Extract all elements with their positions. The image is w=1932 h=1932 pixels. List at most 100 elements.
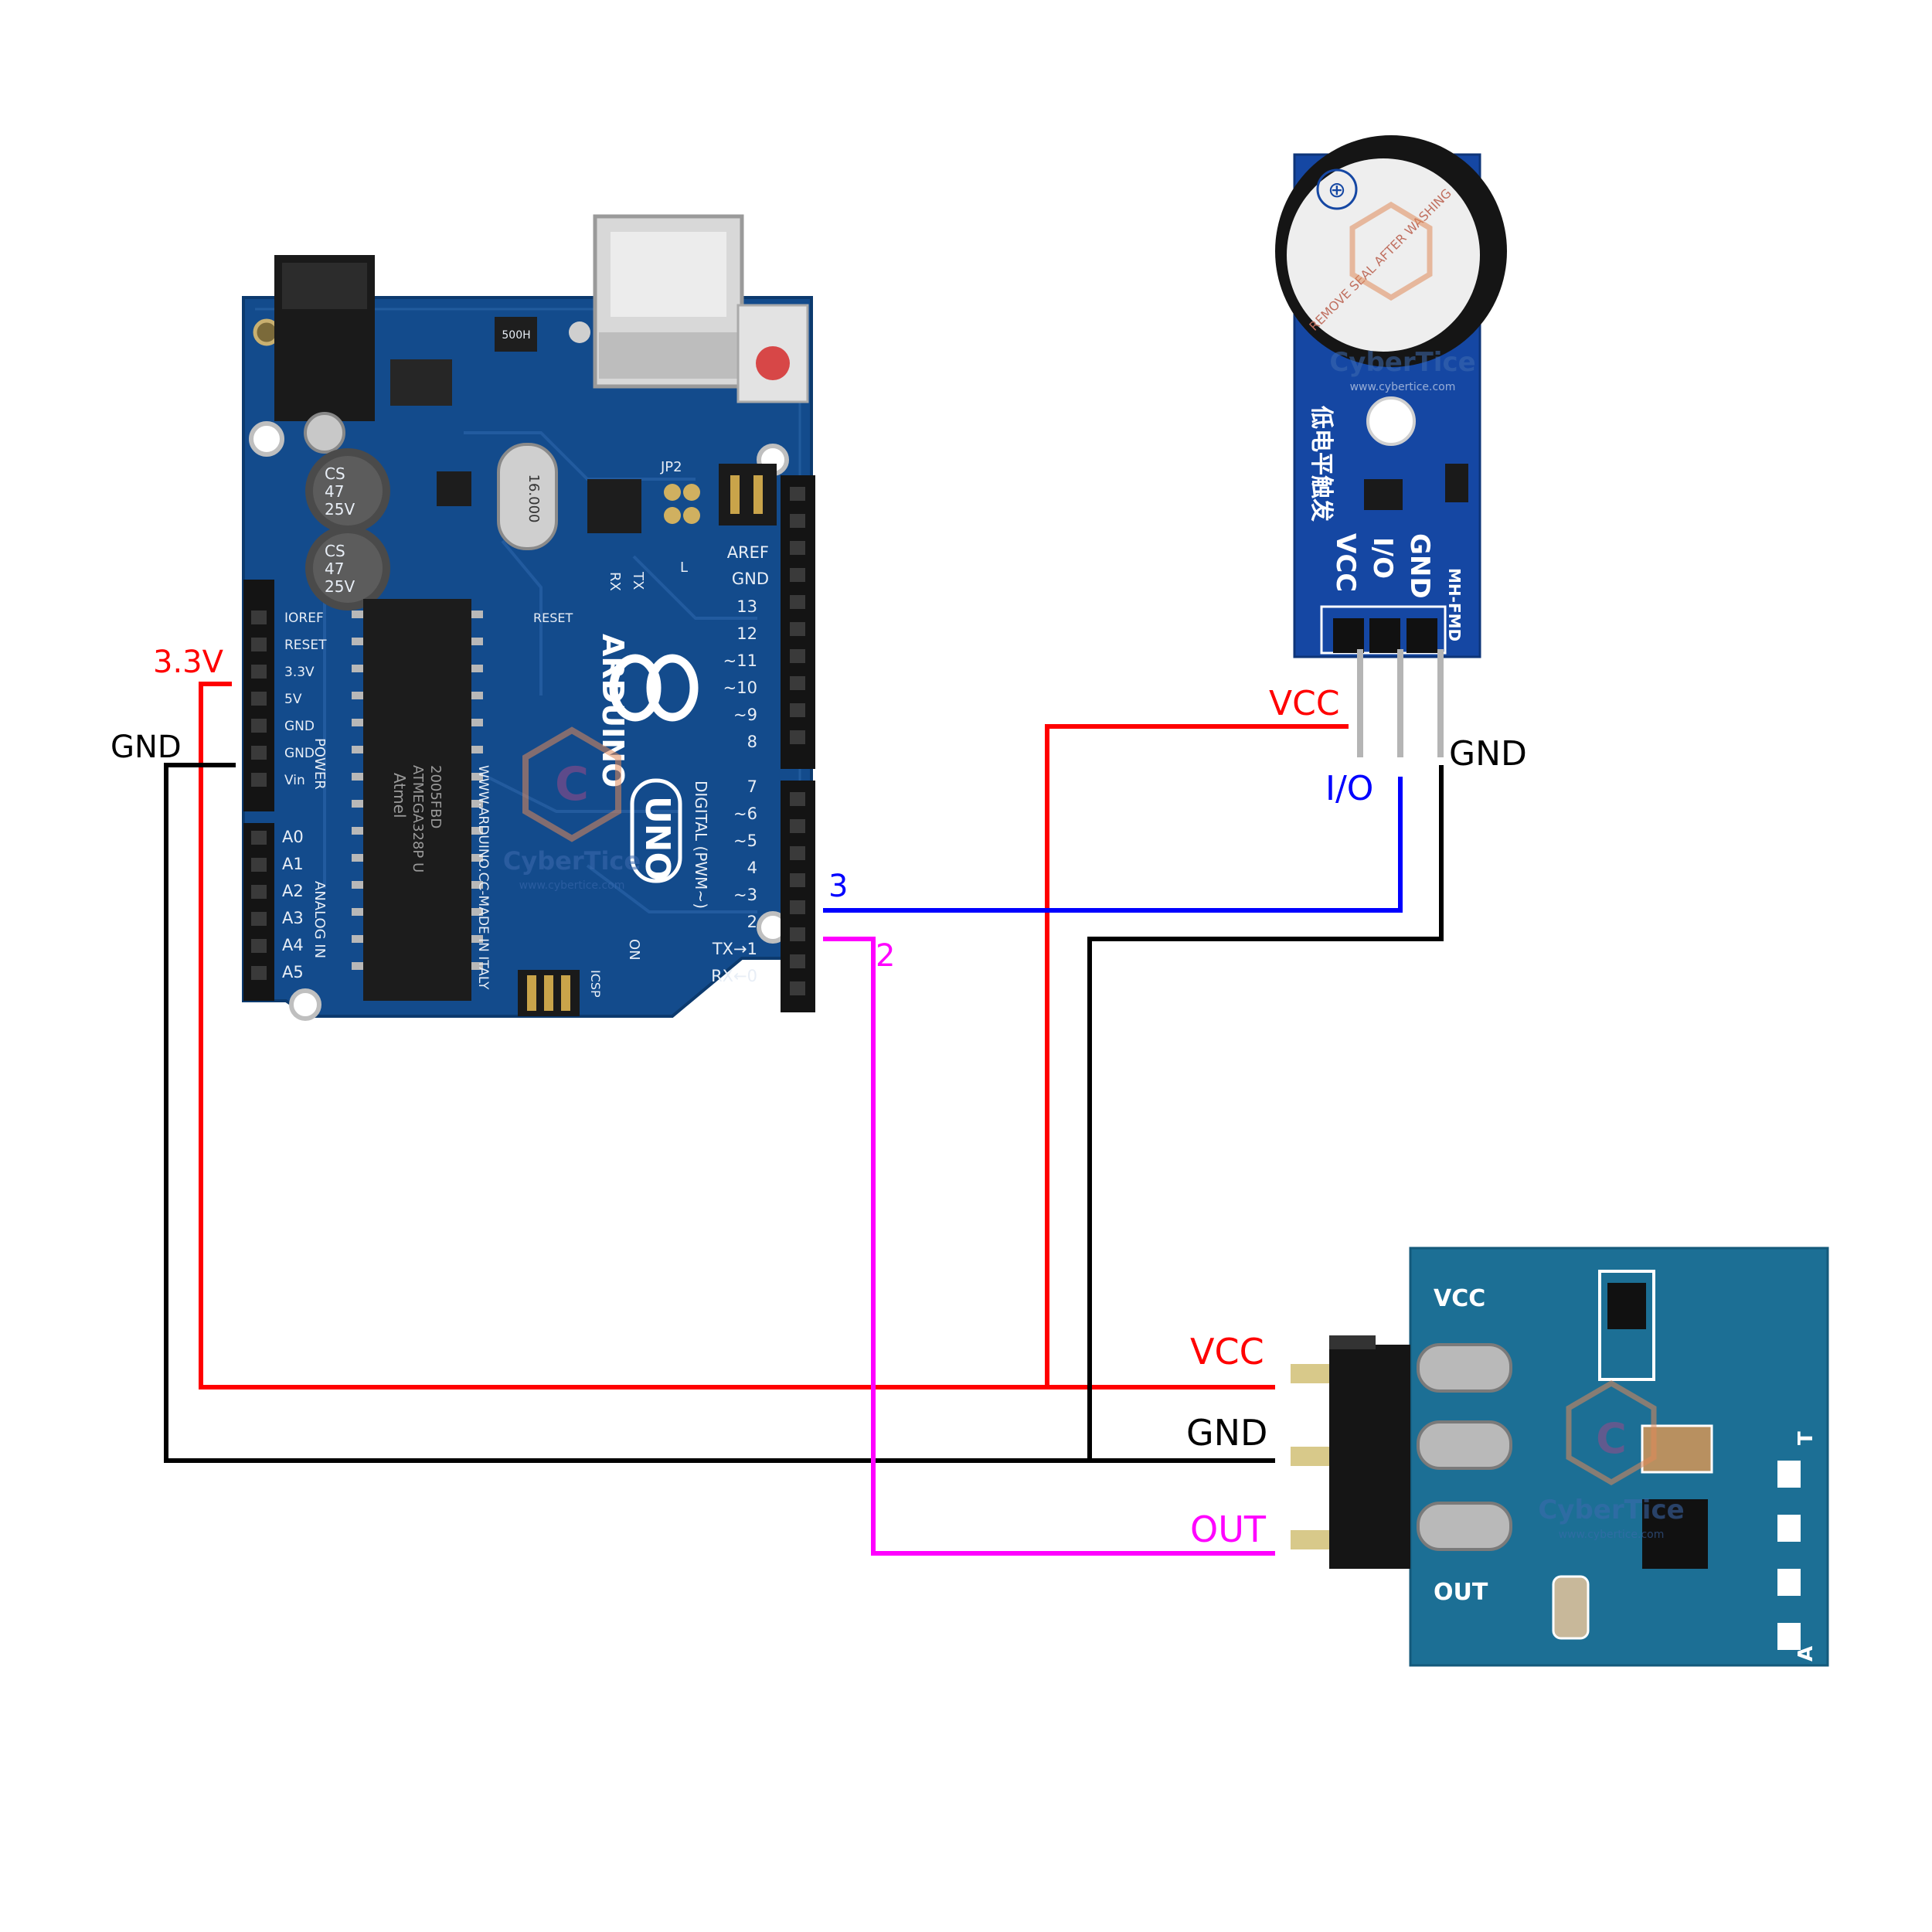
digital-header-label: DIGITAL (PWM~) [692,781,710,909]
watermark-2-name: CyberTice [1329,347,1475,378]
pin-3v3: 3.3V [284,665,315,680]
pin-gnd-digital: GND [732,570,769,588]
label-touch-out: OUT [1190,1509,1267,1550]
label-arduino-gnd: GND [111,730,182,765]
svg-text:C: C [1596,1414,1627,1463]
pin-3: ~3 [733,886,757,904]
icsp-header-top [719,464,777,526]
dc-power-jack [274,255,375,454]
touch-ic [1642,1499,1708,1569]
label-touch-vcc: VCC [1190,1331,1264,1372]
arduino-logo: ARDUINO UNO [596,634,699,883]
touch-sensor-module: VCC OUT T A [1291,1247,1829,1667]
arduino-url: WWW.ARDUINO.CC-MADE IN ITALY [475,765,491,990]
capacitor-1-label: CS [325,464,345,483]
pin-6: ~6 [733,804,757,823]
pin-13: 13 [736,597,757,616]
pin-a5: A5 [282,963,304,981]
voltage-regulator [390,359,452,406]
touch-pad-a-label: A [1794,1646,1818,1662]
capacitor-2: CS 47 25V [305,526,390,611]
wire-pin2-to-touch-out [823,937,1275,1556]
buzzer-module: ⊕ REMOVE SEAL AFTER WASHING 低电平触发 MH-FMD… [1275,135,1507,757]
mounting-hole [249,421,284,457]
fuse-label: 500H [502,329,530,342]
tx-label: TX [630,571,646,590]
touch-pin-out [1291,1530,1329,1549]
touch-diode [1607,1283,1646,1329]
watermark-3-name: CyberTice [1538,1495,1684,1526]
rx-label: RX [607,572,623,591]
pin-aref: AREF [727,543,769,562]
uno-model-label: UNO [638,796,677,881]
usb-interface-chip [587,479,641,533]
reset-silk-label: RESET [533,611,573,625]
pin-0-rx: RX←0 [711,967,757,985]
icsp-header-bottom: ICSP [518,970,603,1016]
pin-ioref: IOREF [284,611,324,626]
buzzer-pin-io [1397,649,1403,757]
label-pin2: 2 [876,938,895,974]
touch-pin-vcc [1291,1364,1329,1383]
chip-model: ATMEGA328P U [410,765,426,872]
arduino-uno-board: 500H CS 47 25V CS 47 25V 16.000 JP2 [242,214,815,1021]
pin-9: ~9 [733,706,757,724]
l-led-label: L [680,560,688,576]
wire-pin3-to-buzzer-io [823,777,1403,913]
chip-brand: Atmel [390,773,409,818]
on-led-label: ON [626,939,642,961]
watermark-3: C CyberTice www.cybertice.com [1538,1379,1685,1541]
jp2-pads [664,484,700,524]
crystal-label: 16.000 [526,474,542,523]
capacitor-2-voltage: 25V [325,577,355,596]
buzzer-model: MH-FMD [1445,568,1464,641]
label-buzzer-io: I/O [1325,769,1373,808]
buzzer-pin-gnd-label: GND [1404,533,1435,599]
pin-4: 4 [747,859,757,877]
digital-header: AREF GND 13 12 ~11 ~10 ~9 8 7 ~6 ~5 4 ~3… [711,475,815,1012]
pin-reset: RESET [284,638,327,653]
wire-gnd-to-touch-gnd [164,763,1275,1463]
touch-pad-t-label: T [1794,1431,1818,1445]
icsp-label: ICSP [588,970,603,998]
touch-pin-gnd [1291,1447,1329,1466]
pin-5: ~5 [733,832,757,850]
chip-code: 2005FBD [427,765,444,828]
watermark-1: C CyberTice www.cybertice.com [503,726,641,892]
small-ic [437,471,471,506]
capacitor-1-voltage: 25V [325,500,355,519]
wire-buzzer-gnd [1087,765,1444,1461]
pin-vin: Vin [284,773,305,788]
buzzer-pin-vcc-label: VCC [1330,533,1361,592]
crystal-oscillator: 16.000 [497,443,558,550]
svg-text:C: C [555,757,589,811]
pin-a3: A3 [282,909,304,927]
wire-3v3-to-touch-vcc [199,682,1275,1389]
wires [164,682,1444,1556]
capacitor-1-value: 47 [325,482,344,501]
pin-2: 2 [747,913,757,931]
power-label: POWER [311,738,328,790]
touch-smd-cap [1552,1575,1590,1640]
capacitor-1: CS 47 25V [305,448,390,533]
watermark-1-name: CyberTice [503,846,641,876]
arduino-brand: ARDUINO [596,634,630,787]
pin-11: ~11 [723,651,757,670]
uno-badge [630,778,682,883]
wire-labels: 3.3V GND 3 2 VCC I/O GND VCC GND OUT [111,645,1527,1550]
touch-header [1329,1345,1410,1569]
power-header: IOREF RESET 3.3V 5V GND GND Vin POWER [243,580,328,811]
touch-vcc-silk: VCC [1434,1285,1485,1312]
pin-gnd-2: GND [284,746,315,761]
capacitor-2-value: 47 [325,560,344,578]
pin-1-tx: TX→1 [712,940,757,958]
buzzer-pin-io-label: I/O [1367,537,1398,579]
capacitor-2-label: CS [325,542,345,560]
label-buzzer-gnd: GND [1449,734,1527,774]
watermark-3-url: www.cybertice.com [1559,1529,1665,1541]
reset-button [736,304,809,403]
buzzer-polarity-mark: ⊕ [1328,177,1345,202]
label-touch-gnd: GND [1186,1412,1267,1454]
mounting-hole [289,988,321,1021]
